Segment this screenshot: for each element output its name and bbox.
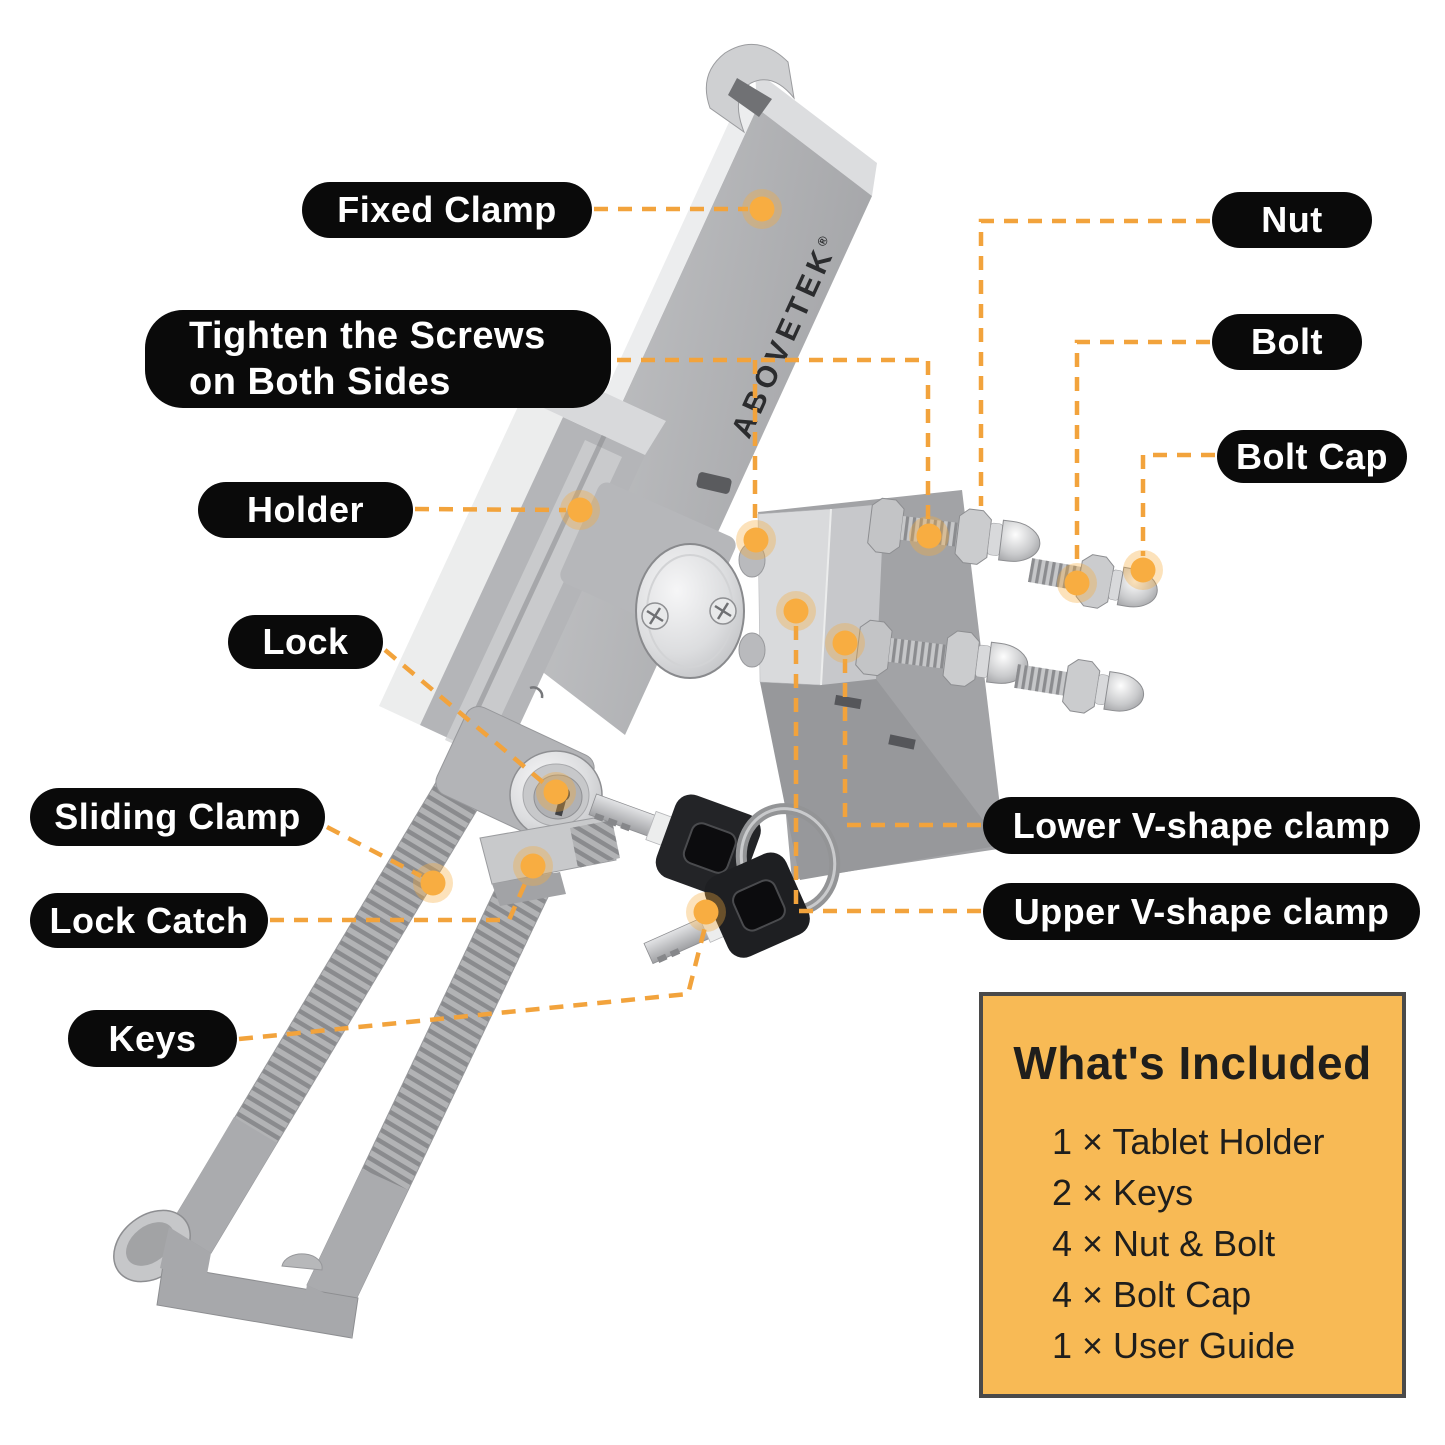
included-item: 4 × Nut & Bolt <box>1052 1223 1276 1264</box>
lock-dot <box>536 772 576 812</box>
included-item: 1 × Tablet Holder <box>1052 1121 1325 1162</box>
screw-left-dot <box>736 520 776 560</box>
tighten-screws-leader-line <box>569 357 931 526</box>
bolt-cap-leader-line <box>1140 452 1215 556</box>
nut-leader-line <box>978 218 1210 506</box>
sliding-clamp-part <box>113 743 559 1339</box>
upper-v-leader-line <box>793 626 981 914</box>
pivot-disc-part <box>560 482 745 679</box>
holder-leader-line <box>414 506 567 513</box>
lower-v-leader-line <box>842 657 981 828</box>
screw-right-dot <box>909 516 949 556</box>
fixed-clamp-dot <box>742 189 782 229</box>
included-item: 1 × User Guide <box>1052 1325 1296 1366</box>
marker-dots <box>413 189 1163 932</box>
included-item: 4 × Bolt Cap <box>1052 1274 1252 1315</box>
bolt-dot <box>1057 563 1097 603</box>
included-item: 2 × Keys <box>1052 1172 1194 1213</box>
pivot-screw-icon <box>641 597 737 630</box>
keys-part <box>588 793 841 965</box>
whats-included-list: 1 × Tablet Holder 2 × Keys 4 × Nut & Bol… <box>983 1116 1402 1371</box>
keys-leader-line <box>238 926 708 1042</box>
label-bolt-cap: Bolt Cap <box>1217 430 1407 483</box>
label-lower-v-clamp: Lower V-shape clamp <box>983 797 1420 854</box>
label-fixed-clamp: Fixed Clamp <box>302 182 592 238</box>
label-tighten-screws: Tighten the Screws on Both Sides <box>145 310 611 408</box>
label-tighten-screws-line1: Tighten the Screws <box>189 315 546 357</box>
lower-v-dot <box>825 623 865 663</box>
label-upper-v-clamp: Upper V-shape clamp <box>983 883 1420 940</box>
lock-catch-leader-line <box>270 878 530 923</box>
label-holder: Holder <box>198 482 413 538</box>
leader-lines <box>238 206 1215 1042</box>
label-bolt: Bolt <box>1212 314 1362 370</box>
lock-catch-part <box>479 815 620 906</box>
bolt-cap-dot <box>1123 550 1163 590</box>
upper-v-dot <box>776 591 816 631</box>
label-sliding-clamp: Sliding Clamp <box>30 788 325 846</box>
lock-catch-dot <box>513 846 553 886</box>
lock-leader-line <box>383 648 547 786</box>
sliding-clamp-dot <box>413 863 453 903</box>
bolt-leader-line <box>1074 339 1210 568</box>
sliding-clamp-leader-line <box>325 825 423 878</box>
label-tighten-screws-line2: on Both Sides <box>189 361 451 403</box>
holder-dot <box>560 490 600 530</box>
label-nut: Nut <box>1212 192 1372 248</box>
label-lock-catch: Lock Catch <box>30 893 268 948</box>
whats-included-title: What's Included <box>1013 1037 1372 1089</box>
label-lock: Lock <box>228 615 383 669</box>
whats-included-panel: What's Included 1 × Tablet Holder 2 × Ke… <box>979 992 1406 1398</box>
keys-dot <box>686 892 726 932</box>
label-keys: Keys <box>68 1010 237 1067</box>
